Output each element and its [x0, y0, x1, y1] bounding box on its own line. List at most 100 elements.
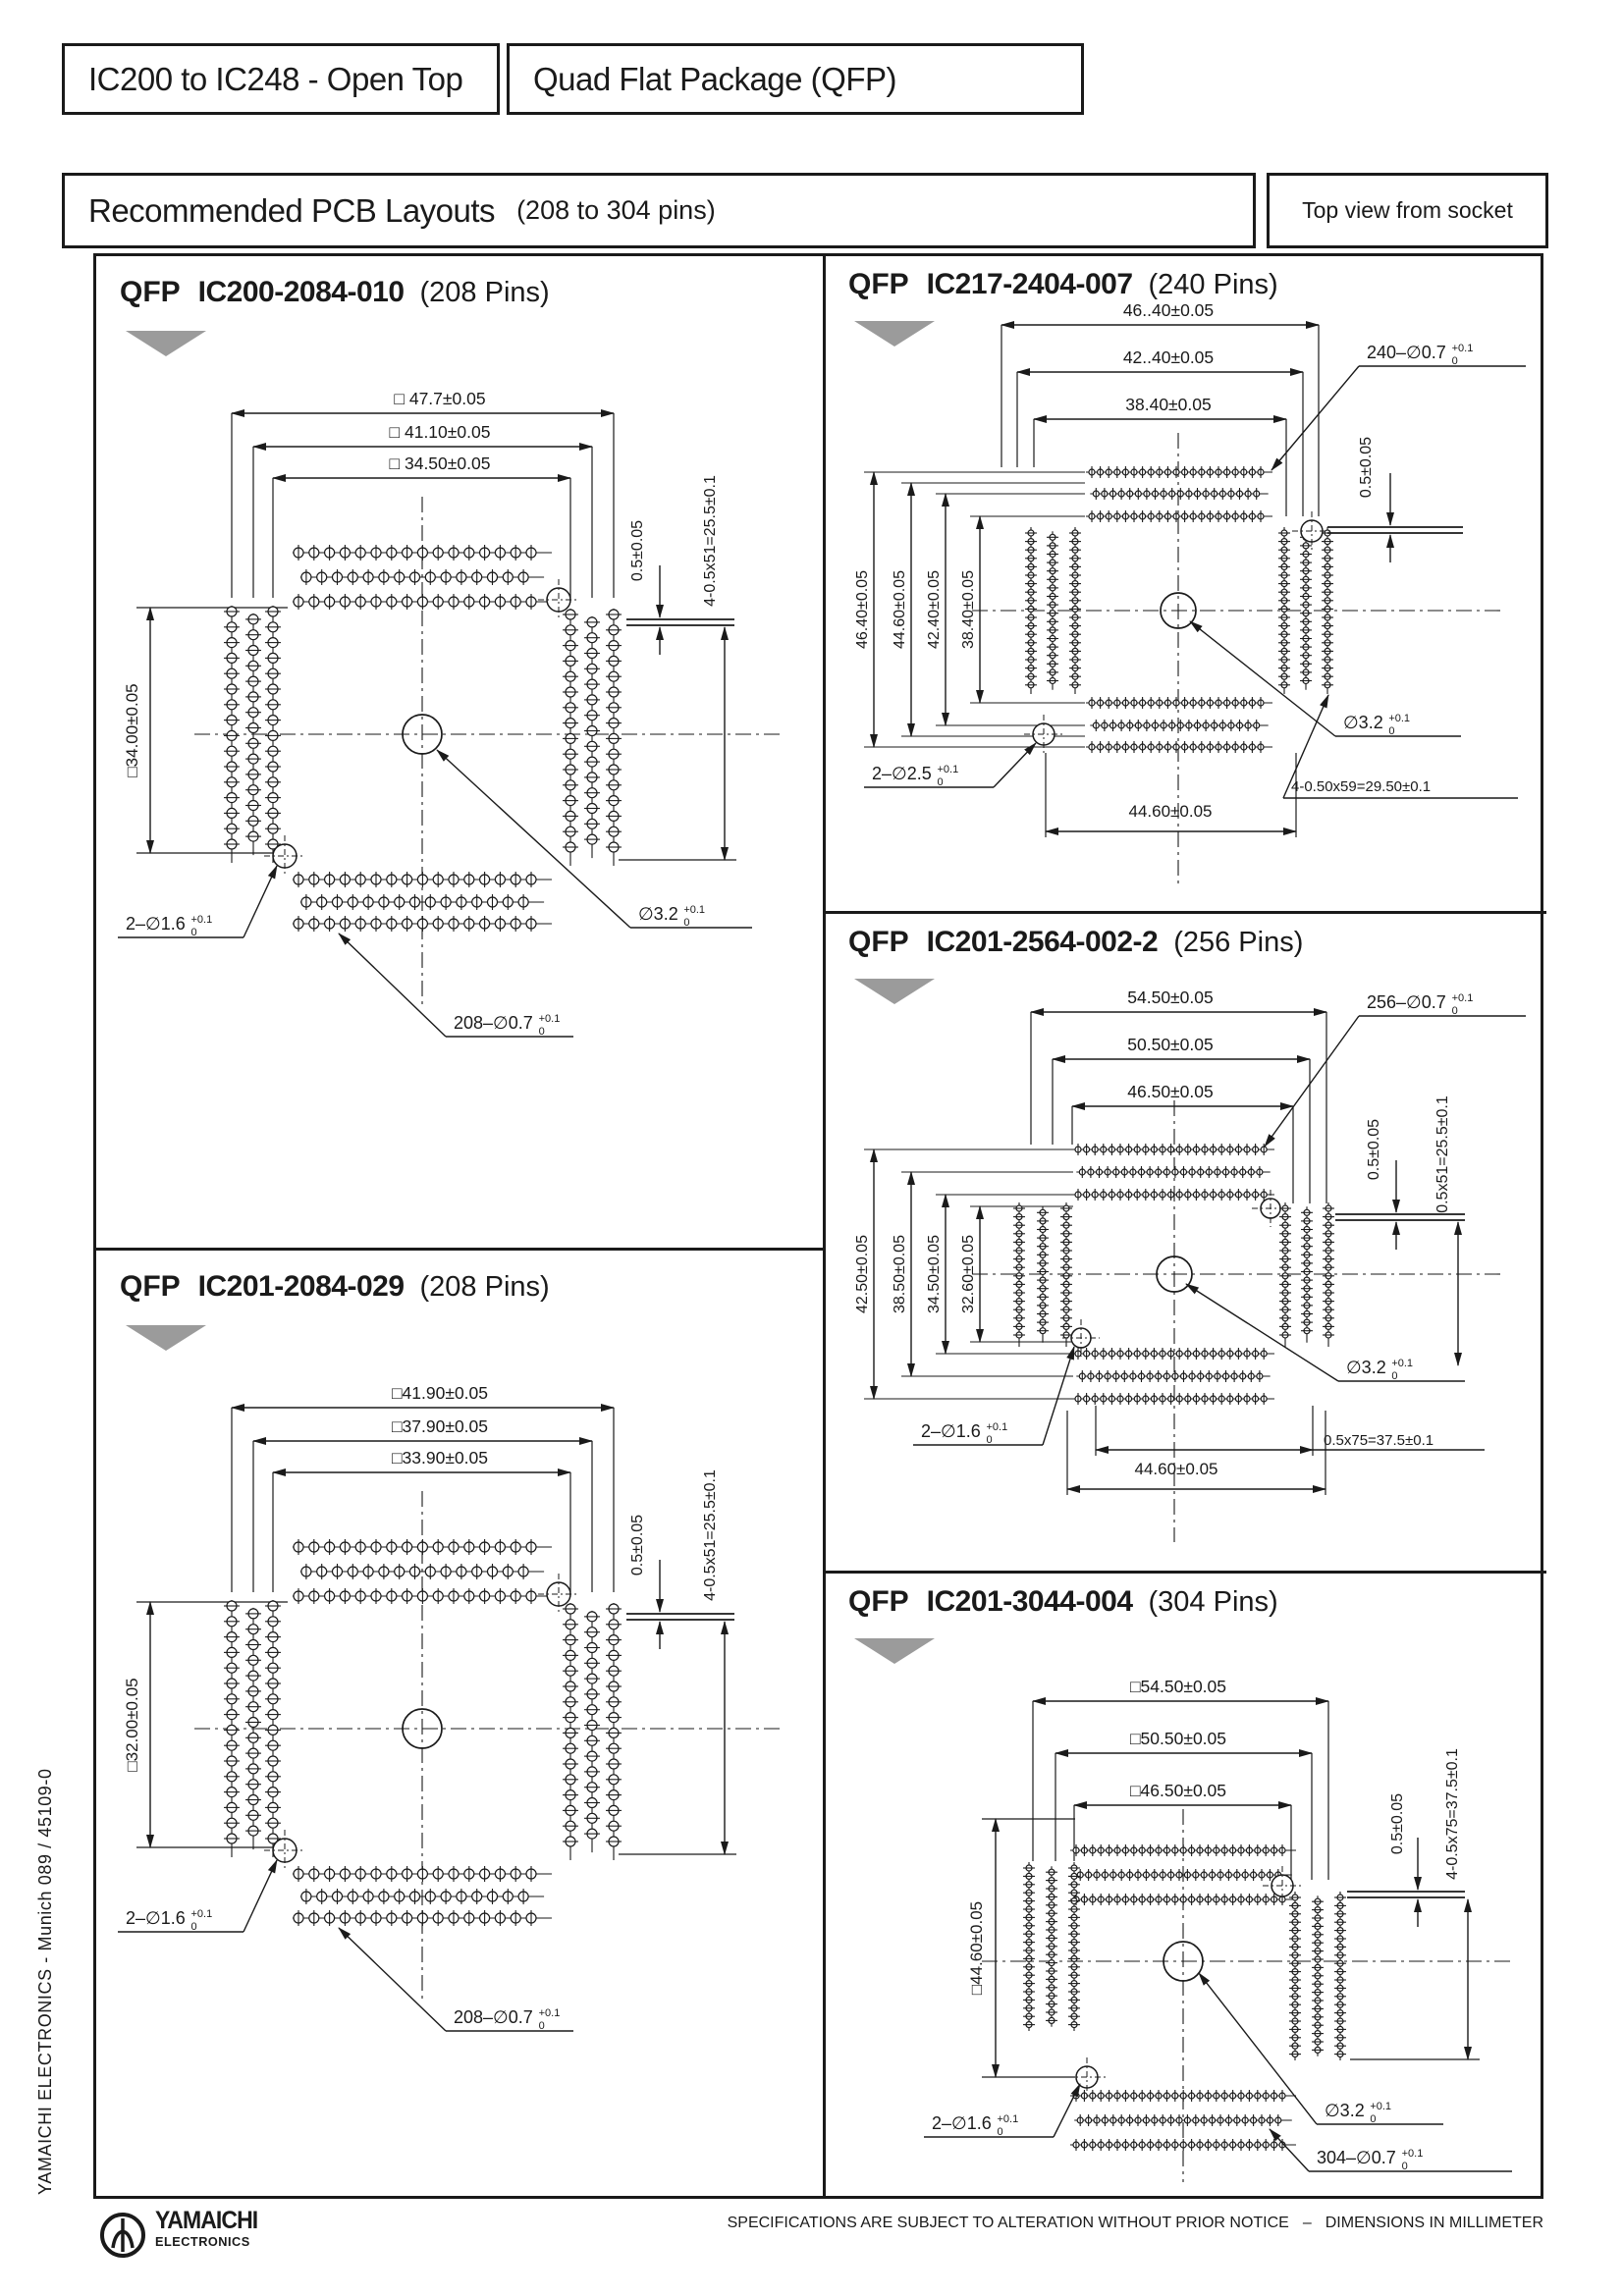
- tolerance-lower: 0: [937, 776, 943, 788]
- pin-count: (256 Pins): [1173, 927, 1304, 958]
- tolerance-lower: 0: [683, 917, 689, 929]
- pad-row: [1086, 466, 1272, 478]
- center-hole: [1163, 1941, 1204, 1982]
- pad-row: [1070, 1844, 1296, 1856]
- tolerance-upper: +0.1: [937, 764, 958, 775]
- pad-row: [293, 594, 552, 610]
- center-hole-callout-label: ∅3.2+0.10: [638, 904, 705, 929]
- offset-dimension-label: 0.5±0.05: [1358, 437, 1375, 498]
- pad-column: [1068, 1862, 1080, 2031]
- pad-row: [293, 1539, 552, 1555]
- left-dimension-label: □32.00±0.05: [123, 1678, 141, 1771]
- product-range-title: IC200 to IC248 - Open Top: [88, 60, 463, 97]
- pad-column: [1037, 1206, 1049, 1343]
- dim-label: 2–∅1.6: [126, 1908, 186, 1928]
- pad-column: [1322, 527, 1333, 694]
- drawing-root: 54.50±0.05 50.50±0.05 46.50±0.05 42.50±0.05…: [854, 988, 1526, 1542]
- corner-hole-callout-label: 2–∅1.6+0.10: [126, 1908, 212, 1933]
- pad-column: [584, 1610, 600, 1853]
- left-dimension-label: 38.50±0.05: [892, 1235, 908, 1313]
- top-dimension-label: 46..40±0.05: [1123, 300, 1214, 320]
- corner-hole-callout: 2–∅1.6+0.10: [118, 865, 278, 938]
- top-dimension-label: □41.90±0.05: [392, 1383, 488, 1403]
- pad-row: [293, 1910, 552, 1926]
- span-dimension-label: 4-0.5x51=25.5±0.1: [702, 1469, 719, 1601]
- top-dimension-label: 54.50±0.05: [1127, 988, 1213, 1007]
- document-title: Recommended PCB Layouts: [88, 191, 496, 229]
- pad-hole-callout-label: 240–∅0.7+0.10: [1367, 343, 1473, 367]
- drawing-root: 46..40±0.0542..40±0.0538.40±0.0546.40±0.…: [854, 300, 1526, 884]
- dim-label: ∅3.2: [1325, 2101, 1365, 2120]
- span-dimension-label: 4-0.5x51=25.5±0.1: [702, 475, 719, 607]
- view-note-box: Top view from socket: [1267, 173, 1548, 248]
- pad-column: [1279, 1202, 1291, 1347]
- pad-row: [299, 569, 545, 585]
- brand-line-2: ELECTRONICS: [155, 2234, 250, 2249]
- tolerance-upper: +0.1: [997, 2113, 1018, 2125]
- offset-dimension-label: 0.5±0.05: [629, 1515, 646, 1575]
- package-family: QFP: [848, 1585, 909, 1618]
- pad-column: [245, 613, 261, 856]
- part-number: IC200-2084-010: [197, 276, 405, 308]
- offset-dimension-label: 0.5±0.05: [1366, 1119, 1382, 1180]
- corner-hole-callout: 2–∅1.6+0.10: [913, 1346, 1075, 1446]
- grid-divider-left: [96, 1248, 825, 1251]
- pad-column: [1060, 1202, 1072, 1347]
- pad-row: [1086, 741, 1272, 753]
- top-dimension-label: 42..40±0.05: [1123, 347, 1214, 367]
- pad-column: [563, 609, 578, 866]
- part-number: IC201-2084-029: [197, 1270, 405, 1303]
- dim-label: 2–∅2.5: [872, 764, 932, 783]
- tolerance-upper: +0.1: [1402, 2148, 1424, 2160]
- pad-column: [606, 609, 622, 866]
- units-note: DIMENSIONS IN MILLIMETER: [1325, 2215, 1543, 2231]
- pad-row: [293, 1866, 552, 1882]
- pad-column: [245, 1607, 261, 1850]
- corner-hole-callout: 2–∅1.6+0.10: [924, 2083, 1081, 2138]
- tolerance-upper: +0.1: [1388, 713, 1410, 724]
- left-dimension-label: 32.60±0.05: [960, 1235, 977, 1313]
- tolerance-upper: +0.1: [1370, 2101, 1391, 2112]
- pad-hole-callout: 240–∅0.7+0.10: [1271, 343, 1526, 471]
- dim-label: 240–∅0.7: [1367, 343, 1446, 362]
- pad-column: [563, 1603, 578, 1860]
- pad-hole-callout-label: 256–∅0.7+0.10: [1367, 992, 1473, 1017]
- left-dimension-label: 34.50±0.05: [926, 1235, 943, 1313]
- pad-row: [299, 894, 545, 910]
- top-dimension-label: 46.50±0.05: [1127, 1082, 1213, 1101]
- pin-count: (240 Pins): [1148, 269, 1278, 300]
- pcb-layout-drawing: □54.50±0.05□50.50±0.05□46.50±0.05□44.60±…: [924, 1677, 1512, 2182]
- center-hole: [402, 1708, 443, 1749]
- center-hole: [1160, 592, 1197, 629]
- grid-divider-vertical: [823, 256, 826, 2196]
- dim-label: 2–∅1.6: [932, 2113, 992, 2133]
- left-dimension-label: 42.50±0.05: [854, 1235, 871, 1313]
- pcb-layout-drawing: □ 47.7±0.05□ 41.10±0.05□ 34.50±0.05□34.0…: [118, 389, 784, 1038]
- pad-column: [1289, 1892, 1301, 2060]
- tolerance-lower: 0: [1452, 1005, 1458, 1017]
- pad-row: [1074, 2114, 1292, 2126]
- top-dimension-label: □37.90±0.05: [392, 1416, 488, 1436]
- center-hole-callout: ∅3.2+0.10: [1198, 1972, 1443, 2125]
- pad-row: [1072, 1393, 1274, 1405]
- tolerance-upper: +0.1: [986, 1421, 1007, 1433]
- package-type-title: Quad Flat Package (QFP): [533, 60, 896, 97]
- brand-line-1: YAMAICHI: [155, 2207, 258, 2234]
- pad-column: [606, 1603, 622, 1860]
- top-dimension-label: 50.50±0.05: [1127, 1035, 1213, 1054]
- pad-hole-callout: 304–∅0.7+0.10: [1269, 2128, 1512, 2172]
- center-hole-callout: ∅3.2+0.10: [1185, 1283, 1465, 1382]
- top-dimension-label: □54.50±0.05: [1130, 1677, 1226, 1696]
- tolerance-lower: 0: [539, 2020, 545, 2032]
- left-dimension-label: 46.40±0.05: [854, 570, 871, 649]
- tolerance-lower: 0: [1452, 355, 1458, 367]
- pad-row: [293, 916, 552, 932]
- top-dimension-label: □50.50±0.05: [1130, 1729, 1226, 1748]
- pad-row: [1076, 1370, 1271, 1382]
- pad-column: [1323, 1202, 1334, 1347]
